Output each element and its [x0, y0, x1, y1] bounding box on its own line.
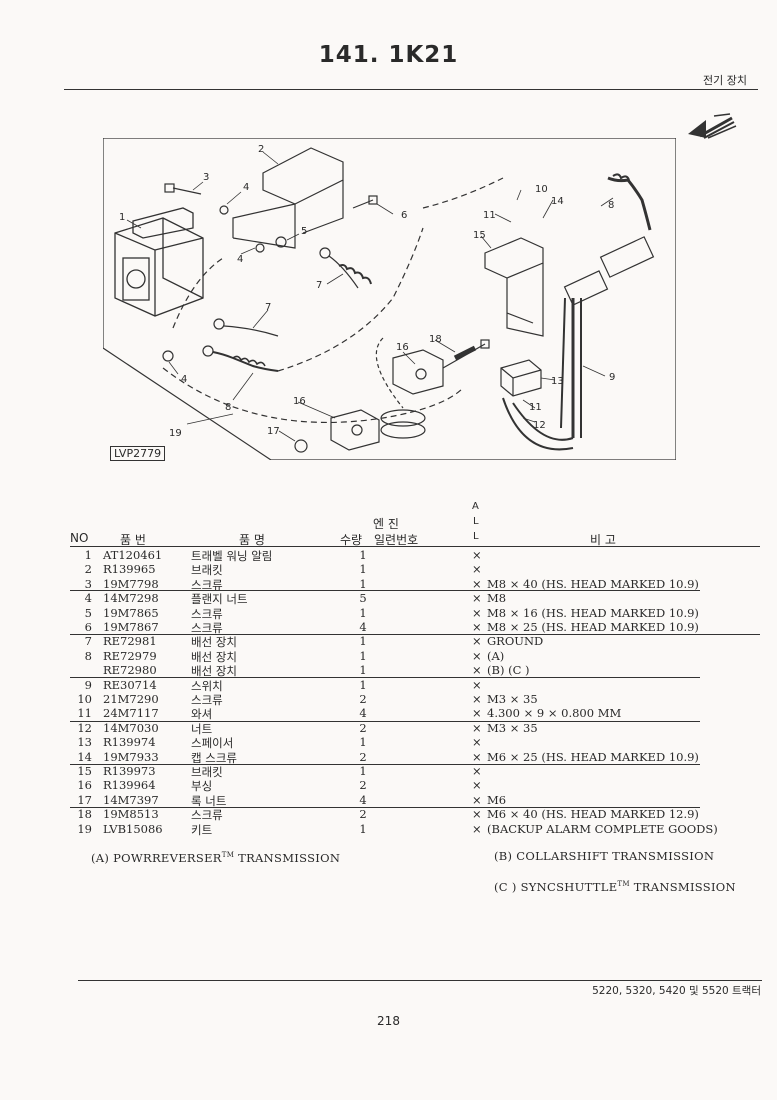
header-part-no: 품 번	[120, 533, 146, 547]
svg-text:1: 1	[119, 212, 125, 223]
fasteners	[162, 183, 490, 453]
group-rule	[70, 590, 700, 591]
bracket-part	[232, 147, 344, 249]
section-label: 전기 장치	[703, 74, 747, 87]
svg-text:16: 16	[396, 342, 409, 353]
svg-text:14: 14	[551, 196, 564, 207]
header-serial: 일련번호	[374, 533, 419, 547]
svg-text:13: 13	[551, 376, 564, 387]
note-c: (C ) SYNCSHUTTLETM TRANSMISSION	[494, 880, 736, 894]
model-list: 5220, 5320, 5420 및 5520 트랙터	[592, 985, 761, 997]
group-rule	[70, 720, 700, 722]
svg-text:11: 11	[529, 402, 542, 413]
svg-text:6: 6	[401, 210, 407, 221]
spacer-part	[500, 359, 542, 397]
svg-text:4: 4	[243, 182, 249, 193]
svg-text:11: 11	[483, 210, 496, 221]
svg-text:9: 9	[609, 372, 615, 383]
svg-text:18: 18	[429, 334, 442, 345]
svg-text:16: 16	[293, 396, 306, 407]
note-a: (A) POWRREVERSERTM TRANSMISSION	[91, 851, 341, 865]
svg-text:7: 7	[316, 280, 322, 291]
switch-bracket	[484, 237, 544, 337]
header-all-a: A	[472, 501, 479, 512]
header-no: NO	[70, 531, 89, 545]
svg-text:7: 7	[265, 302, 271, 313]
connector-part	[502, 173, 655, 451]
ground-wire	[213, 247, 372, 337]
group-rule	[70, 763, 700, 765]
header-all-l2: L	[473, 531, 479, 542]
group-rule	[70, 677, 700, 678]
svg-text:19: 19	[169, 428, 182, 439]
svg-text:15: 15	[473, 230, 486, 241]
footer-rule	[78, 980, 762, 981]
svg-text:10: 10	[535, 184, 548, 195]
bushing-parts	[330, 337, 444, 451]
table-header-rule	[70, 546, 760, 547]
svg-text:12: 12	[533, 420, 546, 431]
header-remarks: 비 고	[590, 533, 616, 547]
header-all-l1: L	[473, 516, 479, 527]
page-number: 218	[377, 1014, 400, 1028]
header-engine: 엔 진	[373, 517, 399, 531]
alarm-part	[114, 207, 204, 317]
callout-labels: 1 2 3 4 4 4 5 6 7 7 8 8 9 10 11 11 12 13…	[119, 144, 615, 439]
svg-text:2: 2	[258, 144, 264, 155]
svg-text:3: 3	[203, 172, 209, 183]
svg-text:5: 5	[301, 226, 307, 237]
group-rule	[70, 633, 760, 635]
header-qty: 수량	[340, 533, 363, 547]
svg-text:8: 8	[608, 200, 614, 211]
leader-lines	[126, 151, 614, 442]
page-title: 141. 1K21	[318, 42, 459, 68]
svg-text:4: 4	[237, 254, 243, 265]
svg-text:8: 8	[225, 402, 231, 413]
direction-arrow-icon	[686, 112, 738, 144]
note-b: (B) COLLARSHIFT TRANSMISSION	[494, 849, 715, 863]
harness-wire	[172, 227, 424, 372]
header-name: 품 명	[239, 533, 265, 547]
figure-code: LVP2779	[110, 446, 166, 461]
svg-text:4: 4	[181, 374, 187, 385]
header-rule	[64, 89, 758, 90]
parts-diagram: 1 2 3 4 4 4 5 6 7 7 8 8 9 10 11 11 12 13…	[103, 138, 676, 460]
svg-text:17: 17	[267, 426, 280, 437]
group-rule	[70, 806, 700, 808]
